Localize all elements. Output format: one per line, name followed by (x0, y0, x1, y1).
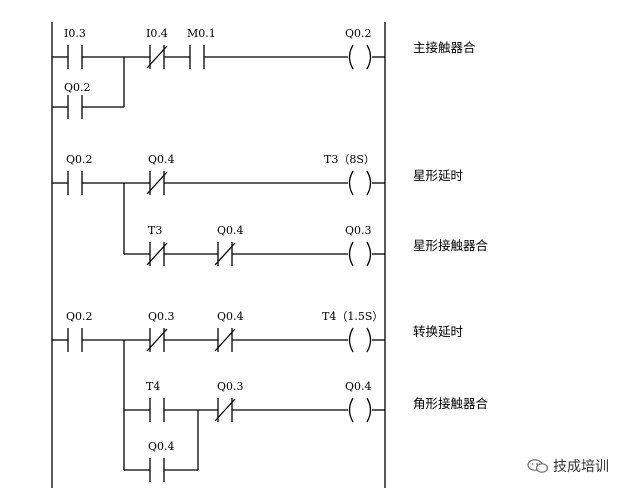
contact-i0-4-nc (146, 45, 168, 69)
contact-q0-3-nc-r4 (146, 328, 168, 352)
desc-main-contactor: 主接触器合 (413, 40, 476, 55)
label-q0-3-r5: Q0.3 (217, 380, 244, 393)
label-coil-q0-3: Q0.3 (345, 224, 372, 237)
contact-i0-3-no (67, 45, 83, 69)
coil-t3 (348, 170, 372, 196)
label-q0-3-r4: Q0.3 (148, 310, 175, 323)
watermark: 技成培训 (527, 456, 609, 476)
label-q0-2-r4: Q0.2 (66, 310, 93, 323)
contact-m0-1-no (189, 45, 205, 69)
label-t4: T4 (146, 380, 160, 393)
label-q0-4-r2: Q0.4 (148, 153, 175, 166)
watermark-text: 技成培训 (553, 459, 609, 475)
contact-t4-no (149, 398, 165, 422)
label-coil-t3: T3（8S） (324, 153, 375, 166)
rung-2-wiring (52, 182, 385, 255)
label-m0-1: M0.1 (187, 27, 216, 40)
label-coil-t4: T4（1.5S） (322, 310, 383, 323)
label-i0-3: I0.3 (64, 27, 86, 40)
contact-q0-4-no-r5 (149, 458, 165, 482)
desc-star-delay: 星形延时 (413, 168, 464, 183)
contact-q0-3-nc-r5 (214, 398, 236, 422)
label-t3: T3 (148, 224, 162, 237)
coil-q0-2 (348, 44, 372, 70)
contact-q0-2-no-parallel (67, 95, 83, 119)
wechat-icon (527, 459, 549, 473)
label-q0-4-r3: Q0.4 (217, 224, 244, 237)
label-q0-2-r2: Q0.2 (66, 153, 93, 166)
desc-star-contactor: 星形接触器合 (413, 238, 489, 253)
coil-q0-3 (348, 241, 372, 267)
contact-q0-2-no-r2 (67, 171, 83, 195)
contact-q0-2-no-r4 (67, 328, 83, 352)
contact-t3-nc (146, 242, 168, 266)
contact-q0-4-nc-r2 (146, 171, 168, 195)
rung-1-wiring (52, 56, 385, 108)
coil-t4 (348, 327, 372, 353)
label-q0-4-r5: Q0.4 (148, 440, 175, 453)
contact-q0-4-nc-r4 (214, 328, 236, 352)
label-coil-q0-4: Q0.4 (345, 380, 372, 393)
rung-3-wiring (52, 339, 385, 471)
label-q0-2-parallel: Q0.2 (64, 81, 91, 94)
label-q0-4-r4: Q0.4 (217, 310, 244, 323)
coil-q0-4 (348, 397, 372, 423)
contact-q0-4-nc-r3 (214, 242, 236, 266)
desc-transition-delay: 转换延时 (413, 324, 464, 339)
label-i0-4: I0.4 (146, 27, 168, 40)
label-coil-q0-2: Q0.2 (345, 27, 372, 40)
desc-delta-contactor: 角形接触器合 (413, 396, 489, 411)
